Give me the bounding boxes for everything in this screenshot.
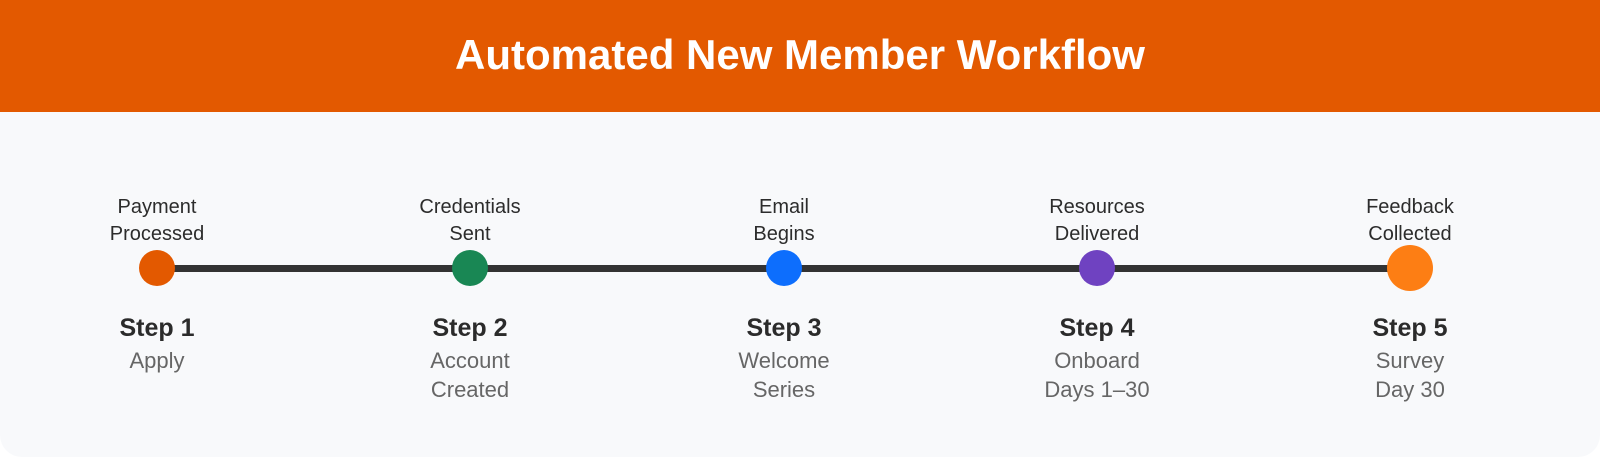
page-title: Automated New Member Workflow bbox=[455, 31, 1145, 78]
step-milestone-label: Feedback Collected bbox=[1310, 194, 1510, 248]
milestone-line-2: Collected bbox=[1368, 223, 1452, 245]
milestone-line-1: Email bbox=[758, 196, 809, 218]
step-marker-dot bbox=[452, 250, 488, 286]
step-milestone-label: Credentials Sent bbox=[370, 194, 570, 248]
step-description: Account Created bbox=[370, 346, 570, 404]
desc-line-2: Day 30 bbox=[1375, 377, 1445, 402]
desc-line-1: Welcome bbox=[738, 348, 830, 373]
desc-line-2: Series bbox=[752, 377, 816, 402]
step-title: Step 3 bbox=[746, 314, 822, 342]
step-title: Step 4 bbox=[1059, 314, 1135, 342]
step-title: Step 1 bbox=[119, 314, 195, 342]
step-description: Survey Day 30 bbox=[1310, 346, 1510, 404]
step-marker-dot bbox=[766, 250, 802, 286]
step-description: Apply bbox=[57, 346, 257, 375]
desc-line-1: Account bbox=[430, 348, 510, 373]
desc-line-1: Onboard bbox=[1054, 348, 1140, 373]
desc-line-1: Apply bbox=[129, 348, 185, 373]
step-marker-dot bbox=[1079, 250, 1115, 286]
header-banner: Automated New Member Workflow bbox=[0, 0, 1600, 112]
step-title: Step 2 bbox=[432, 314, 508, 342]
step-title: Step 5 bbox=[1372, 314, 1448, 342]
step-description: Welcome Series bbox=[684, 346, 884, 404]
milestone-line-2: Sent bbox=[449, 223, 491, 245]
milestone-line-2: Begins bbox=[753, 223, 815, 245]
step-description: Onboard Days 1–30 bbox=[997, 346, 1197, 404]
step-milestone-label: Email Begins bbox=[684, 194, 884, 248]
step-marker-dot-highlighted bbox=[1387, 245, 1433, 291]
step-marker-dot bbox=[139, 250, 175, 286]
desc-line-2: Days 1–30 bbox=[1044, 377, 1150, 402]
milestone-line-2: Delivered bbox=[1054, 223, 1140, 245]
milestone-line-1: Resources bbox=[1049, 196, 1145, 218]
milestone-line-1: Credentials bbox=[419, 196, 521, 218]
desc-line-1: Survey bbox=[1375, 348, 1445, 373]
step-milestone-label: Resources Delivered bbox=[997, 194, 1197, 248]
milestone-line-1: Payment bbox=[117, 196, 197, 218]
desc-line-2: Created bbox=[430, 377, 510, 402]
milestone-line-2: Processed bbox=[109, 223, 205, 245]
milestone-line-1: Feedback bbox=[1366, 196, 1454, 218]
step-milestone-label: Payment Processed bbox=[57, 194, 257, 248]
